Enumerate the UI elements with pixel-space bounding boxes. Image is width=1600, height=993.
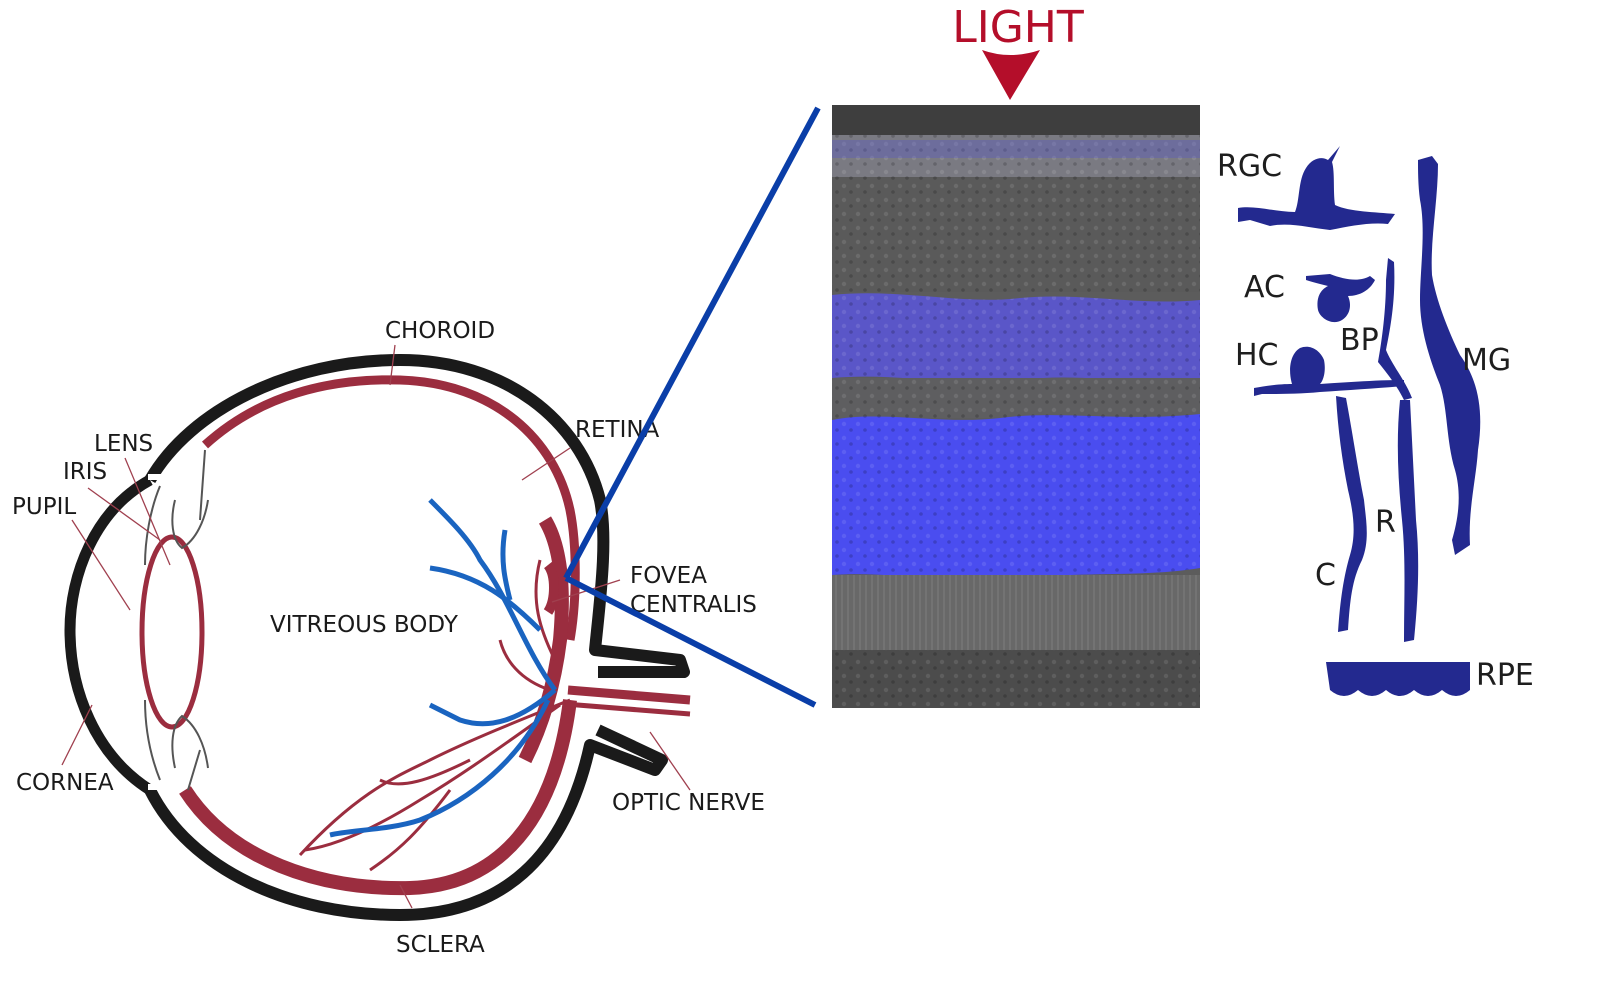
label-fovea-line2: CENTRALIS — [630, 592, 757, 618]
cornea — [64, 475, 153, 795]
label-pupil: PUPIL — [12, 494, 76, 520]
retina — [518, 516, 569, 764]
retinal-veins — [329, 498, 558, 838]
retina-lower — [179, 699, 577, 896]
iris-lower — [144, 699, 209, 791]
fovea-centralis — [543, 561, 559, 615]
label-sclera: SCLERA — [396, 932, 485, 958]
label-c: C — [1315, 558, 1336, 593]
label-optic-nerve: OPTIC NERVE — [612, 790, 765, 816]
label-bp: BP — [1340, 323, 1379, 358]
sclera-lower — [144, 724, 668, 921]
retinal-pigment-epithelium — [1326, 662, 1470, 696]
rod-photoreceptor — [1397, 400, 1419, 642]
eye-leader-lines — [61, 344, 691, 909]
label-r: R — [1375, 505, 1396, 540]
choroid — [201, 375, 580, 641]
microscopy-image — [832, 105, 1200, 708]
retinal-cells — [1238, 146, 1481, 696]
sclera — [144, 354, 690, 678]
label-mg: MG — [1462, 343, 1511, 378]
cell-labels: RGC AC HC BP MG R C RPE — [1217, 149, 1534, 693]
horizontal-cell — [1254, 346, 1404, 396]
label-ac: AC — [1244, 270, 1285, 305]
lens — [139, 534, 205, 730]
zoom-lines — [563, 106, 821, 708]
label-iris: IRIS — [63, 459, 107, 485]
bipolar-cell — [1378, 258, 1412, 400]
light-indicator: LIGHT — [952, 2, 1084, 100]
label-fovea-line1: FOVEA — [630, 563, 707, 589]
retinal-arteries — [298, 559, 571, 872]
label-cornea: CORNEA — [16, 770, 114, 796]
label-rpe: RPE — [1476, 658, 1534, 693]
label-lens: LENS — [94, 431, 153, 457]
eye-labels: CHOROID LENS IRIS PUPIL RETINA FOVEA CEN… — [12, 318, 765, 958]
muller-glia — [1418, 156, 1481, 555]
retinal-ganglion-cell — [1238, 146, 1395, 230]
label-vitreous-body: VITREOUS BODY — [270, 612, 459, 638]
down-arrow-icon — [982, 50, 1040, 100]
optic-nerve — [567, 685, 691, 705]
label-light: LIGHT — [952, 2, 1084, 53]
label-choroid: CHOROID — [385, 318, 495, 344]
amacrine-cell — [1306, 274, 1375, 323]
cone-photoreceptor — [1336, 396, 1367, 632]
label-rgc: RGC — [1217, 149, 1282, 184]
label-hc: HC — [1235, 338, 1279, 373]
iris — [144, 449, 209, 566]
